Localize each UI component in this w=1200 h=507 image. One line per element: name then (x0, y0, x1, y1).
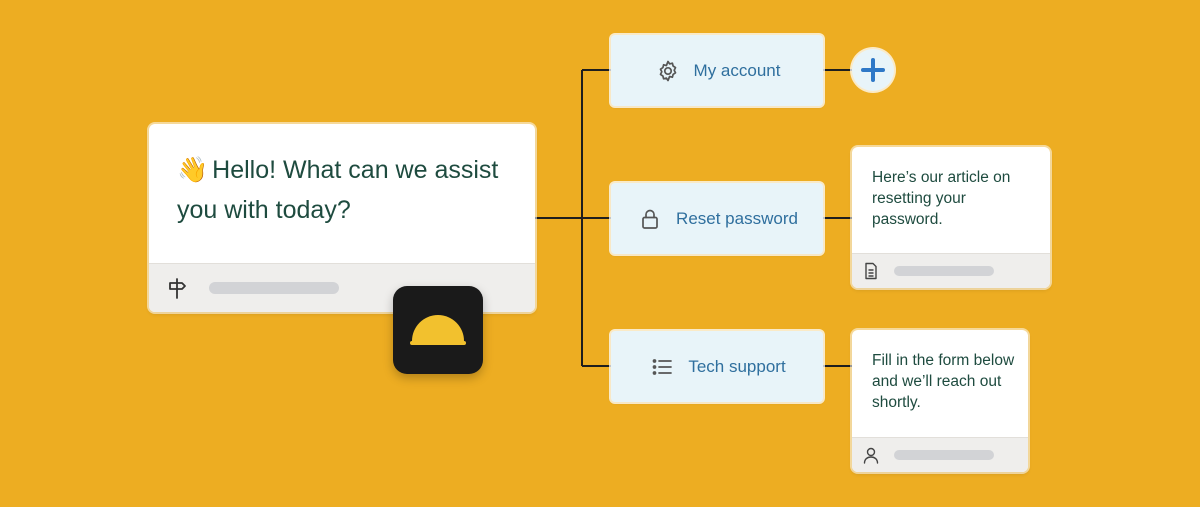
option-tech-support[interactable]: Tech support (611, 331, 823, 402)
reply-text: Fill in the form below and we’ll reach o… (872, 352, 1015, 411)
greeting-footer-placeholder (209, 282, 339, 294)
greeting-message: 👋Hello! What can we assist you with toda… (177, 150, 517, 230)
document-icon (862, 262, 880, 280)
waving-hand-icon: 👋 (177, 155, 209, 184)
article-reply-card: Here’s our article on resetting your pas… (852, 147, 1050, 288)
form-reply-footer (852, 437, 1028, 472)
article-footer-placeholder (894, 266, 994, 276)
greeting-card-footer (149, 263, 535, 312)
greeting-message-card: 👋Hello! What can we assist you with toda… (149, 124, 535, 312)
plus-icon (860, 57, 886, 83)
list-icon (648, 353, 676, 381)
signpost-icon (165, 276, 189, 300)
form-footer-placeholder (894, 450, 994, 460)
option-label: Reset password (676, 208, 798, 228)
option-my-account[interactable]: My account (611, 35, 823, 106)
gear-icon (654, 57, 682, 85)
article-reply-footer (852, 253, 1050, 288)
option-label: My account (693, 60, 781, 80)
sunrise-app-icon (393, 286, 483, 374)
option-label: Tech support (688, 356, 786, 376)
person-icon (862, 446, 880, 464)
greeting-text: Hello! What can we assist you with today… (177, 156, 499, 224)
form-reply-card: Fill in the form below and we’ll reach o… (852, 330, 1028, 472)
add-option-button[interactable] (852, 49, 894, 91)
option-reset-password[interactable]: Reset password (611, 183, 823, 254)
reply-text: Here’s our article on resetting your pas… (872, 169, 1011, 228)
lock-icon (636, 205, 664, 233)
